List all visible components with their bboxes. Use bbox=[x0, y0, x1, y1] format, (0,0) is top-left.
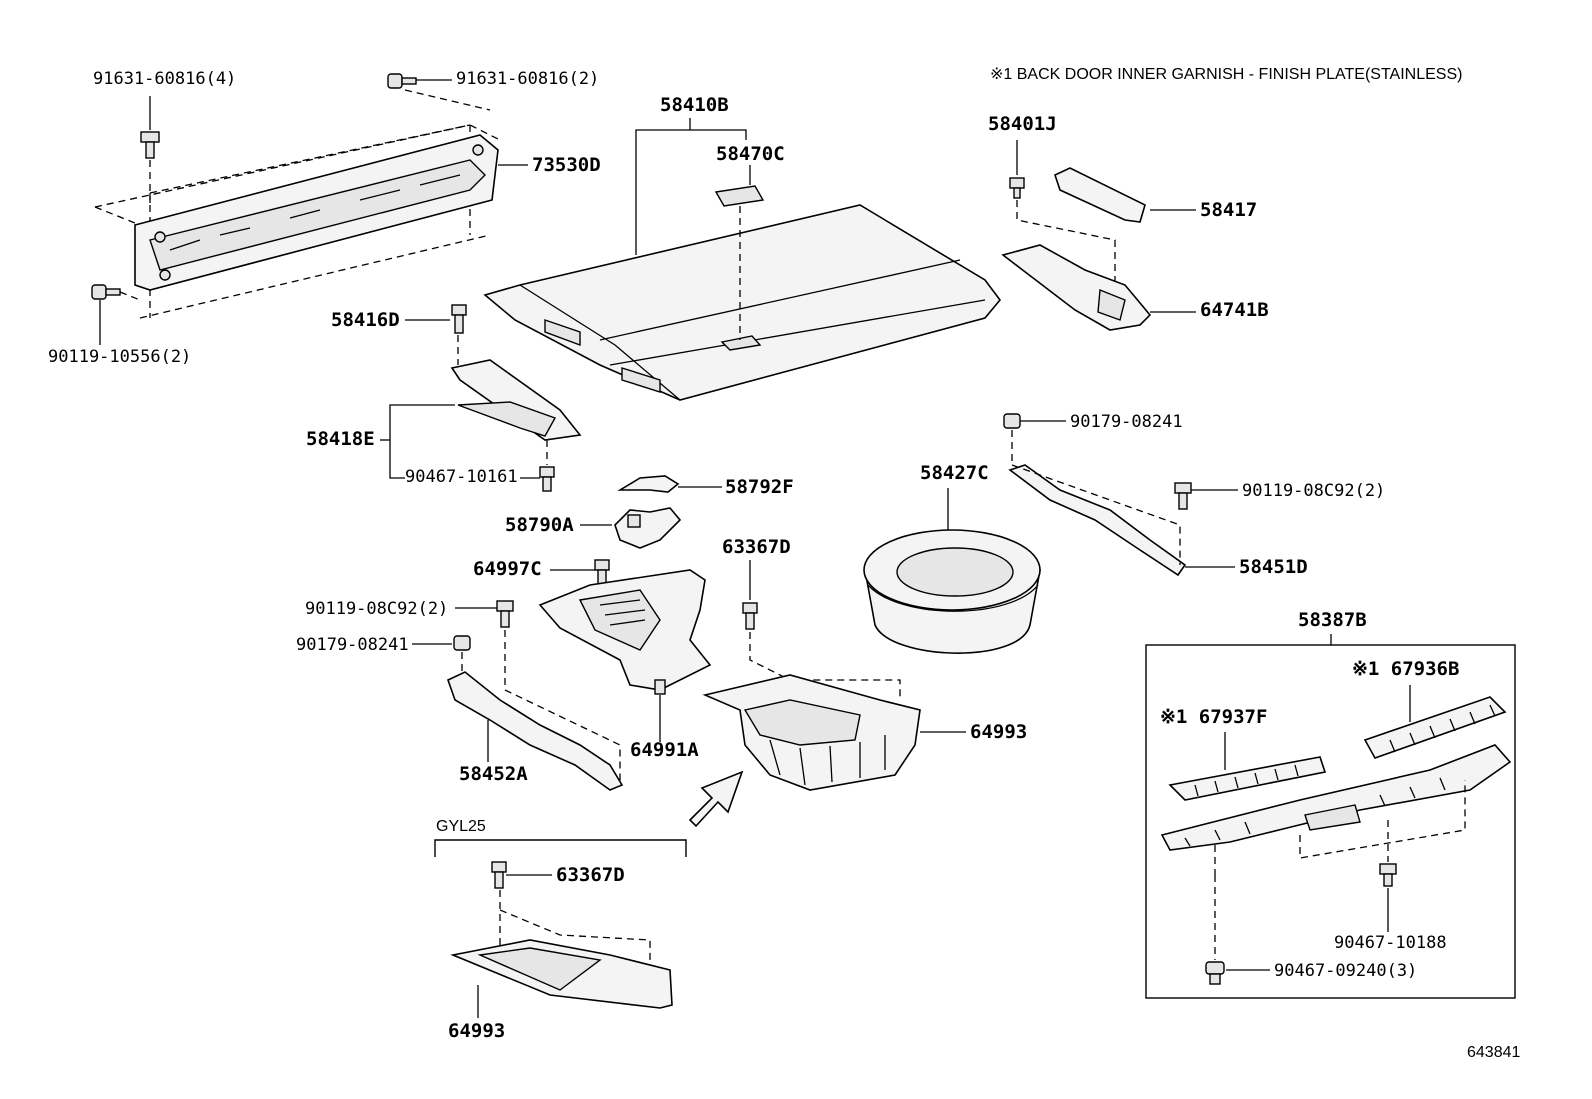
part-58470C-cap bbox=[714, 185, 765, 207]
part-64741B-bracket bbox=[1001, 244, 1152, 331]
clip-90179-08241-left-icon bbox=[453, 635, 471, 651]
label-64993-bottom: 64993 bbox=[448, 1020, 505, 1042]
label-58451D: 58451D bbox=[1239, 556, 1308, 578]
label-90119-10556-2: 90119-10556(2) bbox=[48, 347, 191, 367]
bolt-91631-2-icon bbox=[387, 73, 417, 89]
label-64997C: 64997C bbox=[473, 558, 542, 580]
label-58417: 58417 bbox=[1200, 199, 1257, 221]
clip-91631-4-icon bbox=[140, 131, 160, 159]
diagram-id: 643841 bbox=[1467, 1044, 1520, 1061]
label-90467-09240-3: 90467-09240(3) bbox=[1274, 961, 1417, 981]
label-63367D-bottom: 63367D bbox=[556, 864, 625, 886]
label-58416D: 58416D bbox=[331, 309, 400, 331]
clip-63367D-bottom-icon bbox=[491, 861, 507, 889]
part-58417-cover bbox=[1054, 167, 1146, 223]
clip-64997C-icon bbox=[594, 559, 610, 585]
view-direction-arrow-icon bbox=[688, 770, 744, 828]
label-90119-08C92-right: 90119-08C92(2) bbox=[1242, 481, 1385, 501]
part-58792F-strap bbox=[617, 475, 680, 493]
part-58410B-board bbox=[483, 204, 1002, 401]
label-90467-10188: 90467-10188 bbox=[1334, 933, 1447, 953]
clip-90179-08241-right-icon bbox=[1003, 413, 1021, 429]
part-67936B-plate bbox=[1363, 696, 1507, 759]
part-58452A-rail bbox=[447, 671, 624, 791]
label-91631-60816-4: 91631-60816(4) bbox=[93, 69, 236, 89]
part-64993-luggage-box bbox=[702, 674, 921, 791]
label-67936B: ※1 67936B bbox=[1352, 658, 1459, 680]
label-58427C: 58427C bbox=[920, 462, 989, 484]
gyl25-bracket-line bbox=[434, 839, 687, 857]
part-67937F-plate bbox=[1168, 756, 1327, 801]
finish-plate-note: ※1 BACK DOOR INNER GARNISH - FINISH PLAT… bbox=[990, 66, 1462, 83]
label-58792F: 58792F bbox=[725, 476, 794, 498]
bolt-90119-08C92-right-icon bbox=[1174, 482, 1192, 510]
part-73530D-bracket bbox=[94, 89, 501, 319]
label-90119-08C92-left: 90119-08C92(2) bbox=[305, 599, 448, 619]
label-58790A: 58790A bbox=[505, 514, 574, 536]
label-63367D-top: 63367D bbox=[722, 536, 791, 558]
label-91631-60816-2: 91631-60816(2) bbox=[456, 69, 599, 89]
label-58401J: 58401J bbox=[988, 113, 1057, 135]
part-64993-luggage-box-gyl25 bbox=[450, 939, 673, 1009]
part-58790A-holder bbox=[614, 507, 682, 549]
part-58387B-scuff-plate bbox=[1160, 744, 1512, 851]
label-64741B: 64741B bbox=[1200, 299, 1269, 321]
clip-90467-10188-icon bbox=[1379, 863, 1397, 887]
part-58418E-trim bbox=[450, 359, 582, 441]
label-58452A: 58452A bbox=[459, 763, 528, 785]
clip-90467-09240-icon bbox=[1205, 961, 1225, 985]
label-64991A: 64991A bbox=[630, 739, 699, 761]
label-58470C: 58470C bbox=[716, 143, 785, 165]
label-90467-10161: 90467-10161 bbox=[405, 467, 518, 487]
clip-58401J-icon bbox=[1009, 177, 1025, 199]
bolt-90119-10556-icon bbox=[91, 284, 121, 300]
clip-58416D-icon bbox=[451, 304, 467, 334]
part-64991A-deck-box bbox=[538, 569, 712, 695]
label-58418E: 58418E bbox=[306, 428, 375, 450]
label-90179-08241-right: 90179-08241 bbox=[1070, 412, 1183, 432]
part-58427C-spare-tire-tray bbox=[863, 529, 1041, 654]
label-58410B: 58410B bbox=[660, 94, 729, 116]
label-73530D: 73530D bbox=[532, 154, 601, 176]
label-67937F: ※1 67937F bbox=[1160, 706, 1267, 728]
58387B-group-frame bbox=[1145, 644, 1516, 999]
clip-90467-10161-icon bbox=[539, 466, 555, 492]
label-64993-main: 64993 bbox=[970, 721, 1027, 743]
bolt-90119-08C92-left-icon bbox=[496, 600, 514, 628]
part-58451D-rail bbox=[1008, 464, 1187, 577]
label-58387B: 58387B bbox=[1298, 609, 1367, 631]
label-90179-08241-left: 90179-08241 bbox=[296, 635, 409, 655]
clip-63367D-top-icon bbox=[742, 602, 758, 630]
leader-58410B bbox=[635, 129, 747, 255]
group-label-gyl25: GYL25 bbox=[436, 818, 486, 835]
